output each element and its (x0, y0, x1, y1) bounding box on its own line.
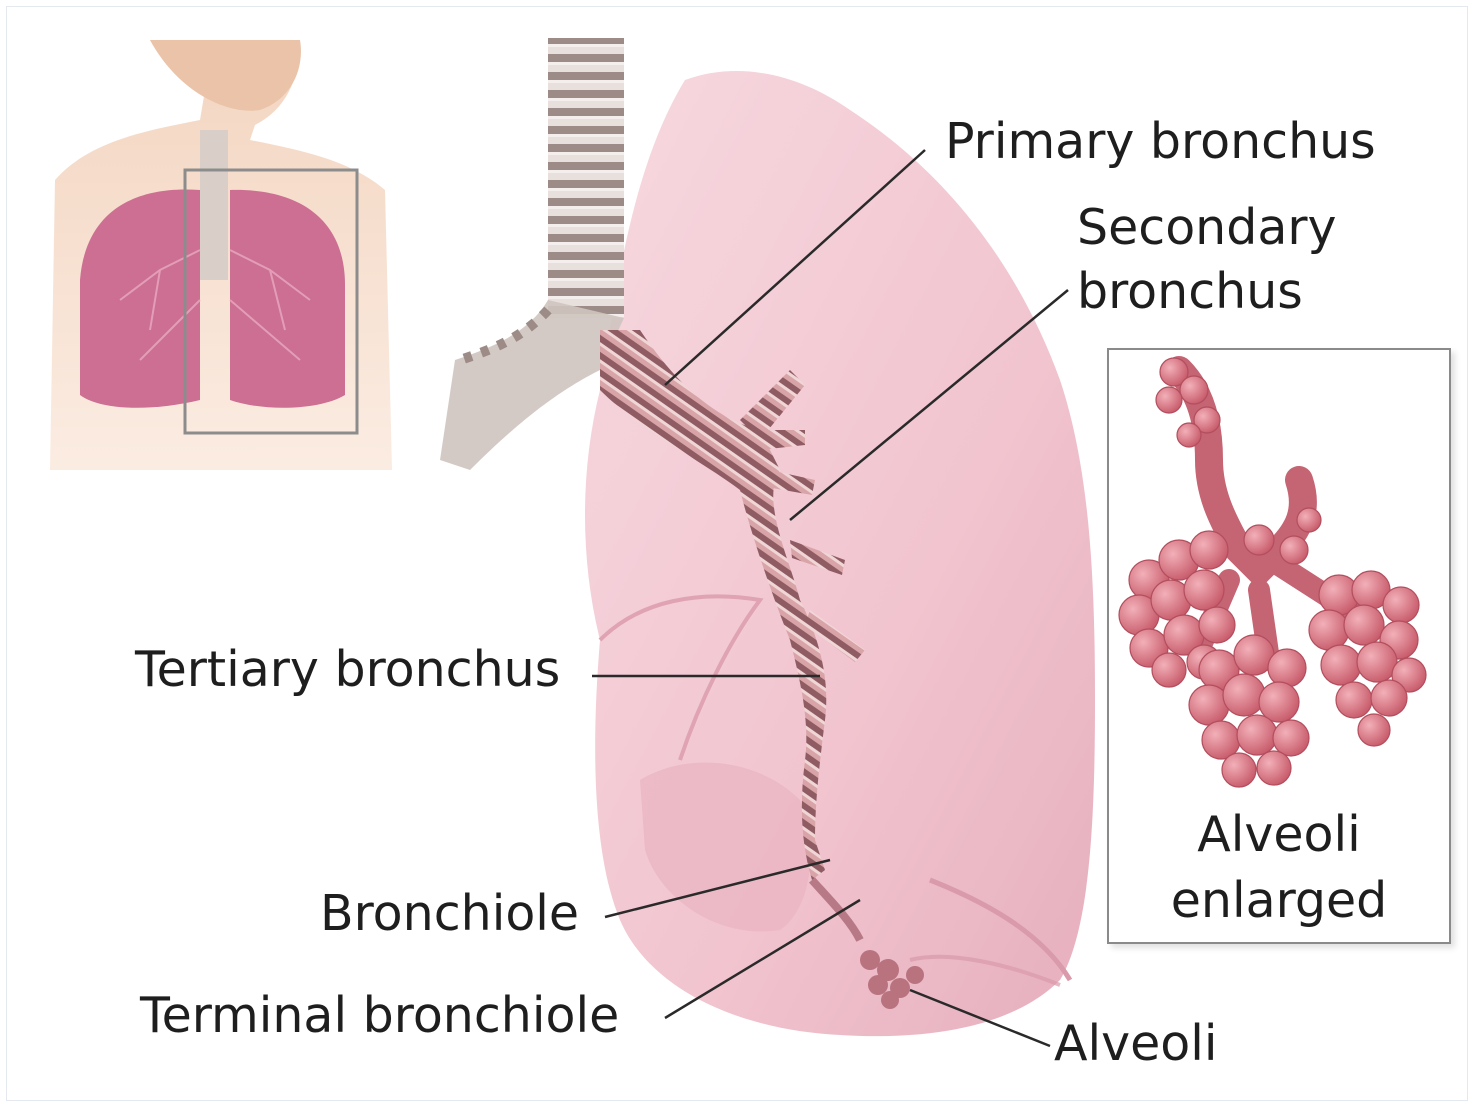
torso-thumbnail (50, 40, 392, 470)
inset-caption: Alveoli enlarged (1109, 802, 1449, 934)
label-terminal-bronchiole: Terminal bronchiole (140, 984, 619, 1048)
alveoli-inset: Alveoli enlarged (1107, 348, 1451, 944)
label-secondary-bronchus-line2: bronchus (1077, 260, 1337, 324)
trachea (440, 38, 624, 470)
alveoli-cluster-illustration (1109, 350, 1449, 820)
label-alveoli: Alveoli (1054, 1012, 1218, 1076)
inset-caption-line1: Alveoli (1109, 802, 1449, 868)
inset-caption-line2: enlarged (1109, 868, 1449, 934)
label-bronchiole: Bronchiole (320, 882, 579, 946)
label-secondary-bronchus: Secondary bronchus (1077, 196, 1337, 324)
label-secondary-bronchus-line1: Secondary (1077, 196, 1337, 260)
label-tertiary-bronchus: Tertiary bronchus (135, 638, 560, 702)
label-primary-bronchus: Primary bronchus (945, 110, 1376, 174)
lung (585, 71, 1095, 1036)
